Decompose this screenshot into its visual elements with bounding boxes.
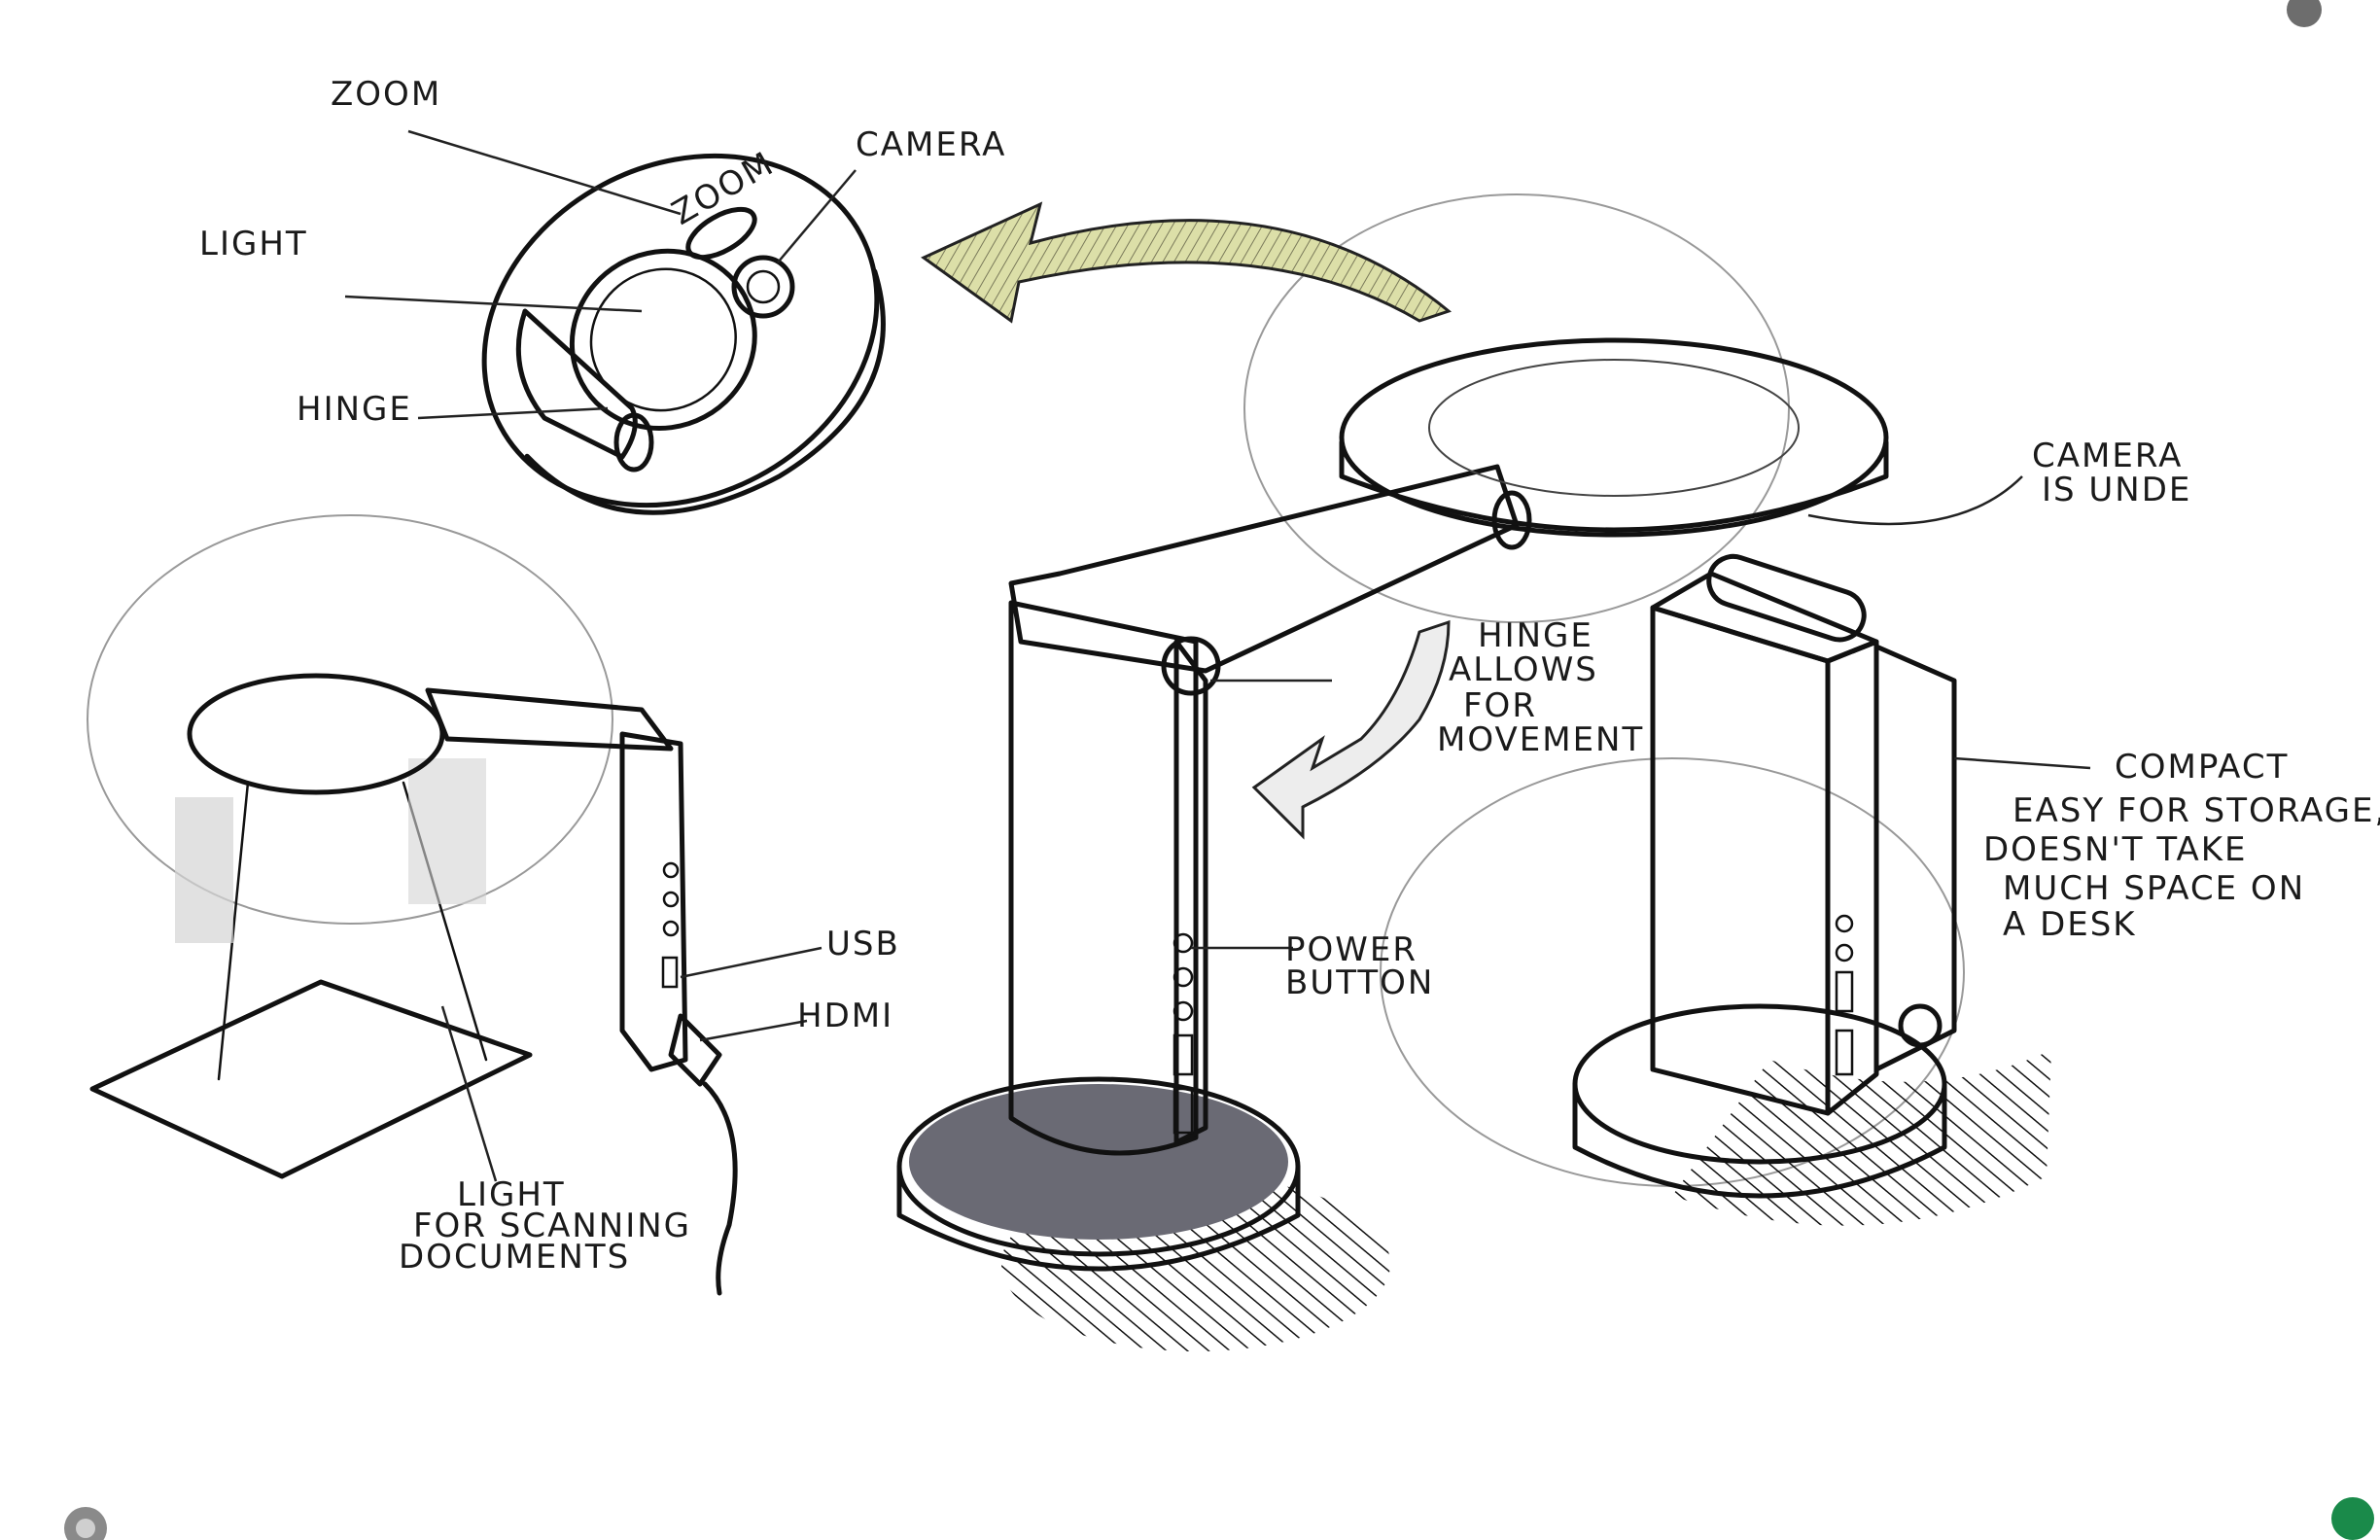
compact-label-5: A DESK (2003, 905, 2137, 944)
hinge-movement-arrow-icon (1251, 619, 1451, 840)
light-label: LIGHT (199, 225, 308, 263)
scan-light-label-1: LIGHT (457, 1175, 566, 1214)
rotation-arrow-icon (921, 201, 1452, 324)
hinge-movement-label-1: HINGE (1478, 616, 1593, 655)
main-device-sketch (896, 337, 1889, 1351)
power-button-label-2: BUTTON (1285, 963, 1434, 1002)
hdmi-port-icon (1172, 1087, 1194, 1135)
construction-circle (1243, 193, 1790, 623)
hinge-movement-label-2: ALLOWS (1449, 650, 1598, 689)
hinge-label: HINGE (297, 390, 412, 429)
pin-icon-bottom-left (64, 1507, 107, 1540)
camera-lens-icon (731, 255, 795, 319)
construction-circle (87, 514, 613, 925)
compact-label-2: EASY FOR STORAGE, (2012, 791, 2380, 830)
camera-underneath-label-2: IS UNDE (2042, 471, 2191, 509)
compact-label-3: DOESN'T TAKE (1983, 830, 2248, 869)
zoom-label: ZOOM (331, 75, 441, 114)
power-button-label-1: POWER (1285, 930, 1418, 969)
usb-port-icon (1172, 1033, 1194, 1076)
scan-light-label-3: DOCUMENTS (399, 1238, 630, 1277)
zoom-button-icon (685, 206, 757, 261)
compact-label-4: MUCH SPACE ON (2003, 869, 2305, 908)
hinge-movement-label-3: FOR (1463, 686, 1537, 725)
camera-underneath-label-1: CAMERA (2032, 437, 2183, 475)
hinge-movement-label-4: MOVEMENT (1437, 720, 1644, 759)
pin-icon-top-right (2287, 0, 2322, 27)
compact-device-sketch (1572, 553, 2051, 1226)
usb-label: USB (826, 925, 900, 963)
pin-icon-bottom-right (2331, 1497, 2374, 1540)
hdmi-label: HDMI (797, 997, 893, 1035)
compact-label-1: COMPACT (2115, 748, 2289, 787)
scan-light-label-2: FOR SCANNING (413, 1207, 691, 1245)
scanning-sketch (89, 673, 738, 1296)
camera-label: CAMERA (856, 125, 1006, 164)
camera-head-sketch: ZOOM (481, 144, 886, 515)
power-button-icon (1172, 932, 1194, 954)
